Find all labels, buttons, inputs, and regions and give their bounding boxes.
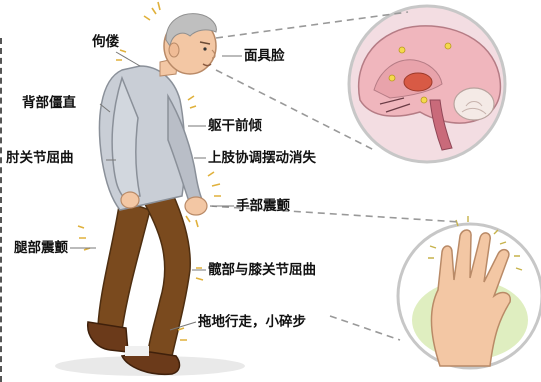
label-trunk-lean: 躯干前倾 — [208, 118, 262, 134]
label-hunchback: 佝偻 — [92, 34, 119, 50]
label-mask-face: 面具脸 — [244, 48, 285, 64]
hand-connector-bottom — [330, 316, 400, 340]
label-hip-knee-flex: 髋部与膝关节屈曲 — [208, 262, 316, 278]
label-stiff-back: 背部僵直 — [22, 95, 76, 111]
ear — [169, 43, 179, 57]
back-leg — [98, 200, 150, 330]
label-hand-tremor: 手部震颤 — [236, 198, 290, 214]
cerebellum — [454, 88, 494, 120]
brain-inset — [349, 6, 505, 162]
hand-inset — [398, 216, 541, 368]
basal-ganglia — [404, 73, 432, 91]
label-arm-swing-loss: 上肢协调摆动消失 — [208, 150, 316, 166]
eye — [203, 47, 206, 50]
sock — [125, 346, 149, 356]
label-elbow-flex: 肘关节屈曲 — [6, 150, 74, 166]
label-shuffle-gait: 拖地行走，小碎步 — [198, 314, 306, 330]
right-hand — [185, 197, 207, 215]
label-leg-tremor: 腿部震颤 — [14, 240, 68, 256]
left-hand — [121, 192, 139, 208]
